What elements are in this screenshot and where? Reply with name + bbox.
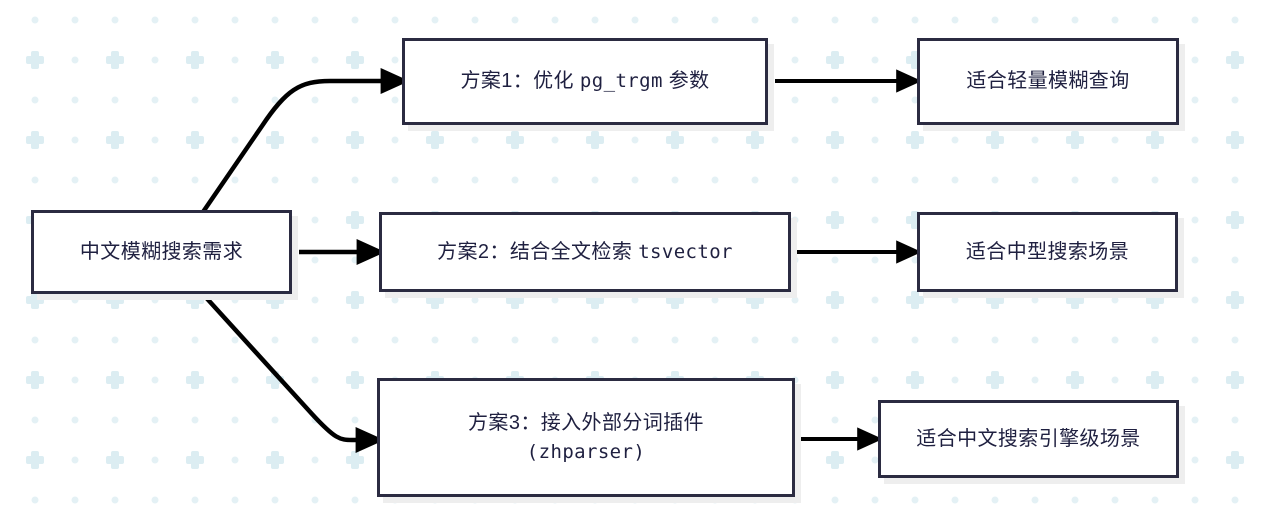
node-result1-label: 适合轻量模糊查询 — [966, 70, 1130, 92]
node-solution-option1[interactable]: 方案1：优化 pg_trgm 参数 — [402, 38, 768, 125]
node-option3-label-code: (zhparser) — [526, 440, 646, 463]
node-option1-label-suffix: 参数 — [662, 70, 710, 92]
node-option3-label: 方案3：接入外部分词插件 (zhparser) — [458, 409, 714, 467]
node-solution-option2[interactable]: 方案2：结合全文检索 tsvector — [379, 212, 791, 292]
node-result3-label: 适合中文搜索引擎级场景 — [916, 427, 1141, 450]
node-outcome-result2[interactable]: 适合中型搜索场景 — [917, 212, 1178, 292]
node-outcome-result3[interactable]: 适合中文搜索引擎级场景 — [878, 400, 1179, 478]
node-option2-label: 方案2：结合全文检索 tsvector — [427, 238, 743, 267]
node-option2-label-prefix: 方案2：结合全文检索 — [437, 240, 639, 263]
node-requirement-root[interactable]: 中文模糊搜索需求 — [31, 210, 292, 294]
node-option3-label-line1: 方案3：接入外部分词插件 — [468, 411, 704, 434]
node-option1-label-code: pg_trgm — [579, 70, 663, 92]
node-option2-label-code: tsvector — [638, 240, 733, 263]
node-option1-label: 方案1：优化 pg_trgm 参数 — [450, 67, 719, 96]
node-solution-option3[interactable]: 方案3：接入外部分词插件 (zhparser) — [377, 378, 795, 497]
node-option1-label-prefix: 方案1：优化 — [460, 70, 580, 92]
node-root-label: 中文模糊搜索需求 — [79, 240, 244, 263]
node-result2-label: 适合中型搜索场景 — [965, 240, 1130, 263]
edge-root-to-option1 — [201, 67, 410, 214]
node-outcome-result1[interactable]: 适合轻量模糊查询 — [917, 38, 1179, 125]
edge-root-to-option3 — [199, 290, 385, 454]
